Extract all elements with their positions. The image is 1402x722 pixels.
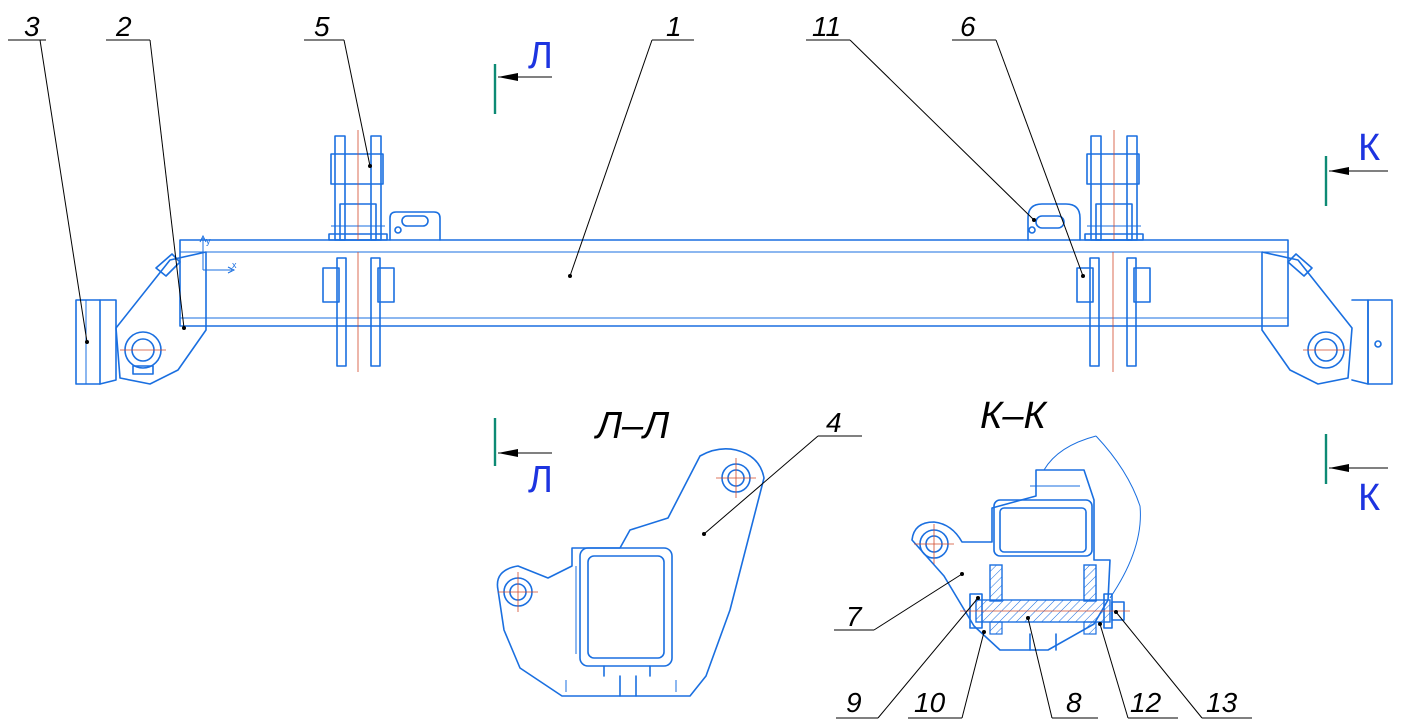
cut-mark-l-top: Л bbox=[493, 35, 553, 114]
cut-mark-k-bottom: К bbox=[1324, 434, 1388, 519]
callout-1-label: 1 bbox=[666, 11, 682, 42]
callout-12-label: 12 bbox=[1130, 687, 1162, 718]
right-upper-lug bbox=[1084, 130, 1144, 241]
callout-4: 4 bbox=[702, 407, 862, 536]
cut-letter-k-bottom: К bbox=[1358, 477, 1380, 519]
x-axis-label: x bbox=[232, 260, 237, 270]
callout-4-label: 4 bbox=[826, 407, 842, 438]
cut-letter-k-top: К bbox=[1358, 127, 1380, 169]
callout-6: 6 bbox=[952, 11, 1085, 278]
callout-10-label: 10 bbox=[914, 687, 946, 718]
cut-letter-l-top: Л bbox=[528, 35, 553, 77]
left-mounting-tab bbox=[389, 211, 441, 241]
right-lower-lug bbox=[1076, 252, 1151, 372]
y-axis-label: y bbox=[206, 236, 211, 246]
callout-6-label: 6 bbox=[960, 11, 976, 42]
callout-5-label: 5 bbox=[314, 11, 330, 42]
section-l-title: Л–Л bbox=[593, 405, 670, 447]
cut-mark-l-bottom: Л bbox=[493, 418, 553, 501]
callout-9-label: 9 bbox=[846, 687, 862, 718]
cut-mark-k-top: К bbox=[1324, 127, 1388, 206]
callout-13: 13 bbox=[1114, 610, 1252, 719]
right-bracket bbox=[1261, 251, 1353, 385]
callout-8-label: 8 bbox=[1066, 687, 1082, 718]
callout-10: 10 bbox=[908, 630, 986, 719]
section-k-title: К–К bbox=[980, 395, 1049, 437]
callout-12: 12 bbox=[1098, 622, 1178, 719]
cut-letter-l-bottom: Л bbox=[528, 459, 553, 501]
callout-2-label: 2 bbox=[115, 11, 132, 42]
callout-9: 9 bbox=[836, 596, 980, 719]
section-l-view bbox=[496, 448, 765, 697]
callout-11-label: 11 bbox=[812, 11, 841, 42]
callout-5: 5 bbox=[304, 11, 372, 168]
callout-3-label: 3 bbox=[24, 11, 40, 42]
right-end-plate bbox=[1351, 299, 1393, 385]
callout-1: 1 bbox=[568, 11, 694, 278]
right-mounting-tab bbox=[1027, 203, 1081, 241]
left-upper-lug bbox=[328, 130, 388, 241]
beam bbox=[179, 239, 1289, 327]
callout-7: 7 bbox=[834, 572, 964, 632]
section-k-view bbox=[911, 435, 1141, 651]
callout-11: 11 bbox=[806, 11, 1036, 222]
left-lower-lug bbox=[322, 252, 395, 372]
main-view: y x bbox=[75, 130, 1393, 385]
callout-3: 3 bbox=[8, 11, 89, 344]
callout-7-label: 7 bbox=[846, 601, 863, 632]
callout-8: 8 bbox=[1026, 616, 1098, 719]
callout-13-label: 13 bbox=[1206, 687, 1238, 718]
callout-2: 2 bbox=[106, 11, 186, 330]
coordinate-axes: y x bbox=[199, 234, 237, 274]
